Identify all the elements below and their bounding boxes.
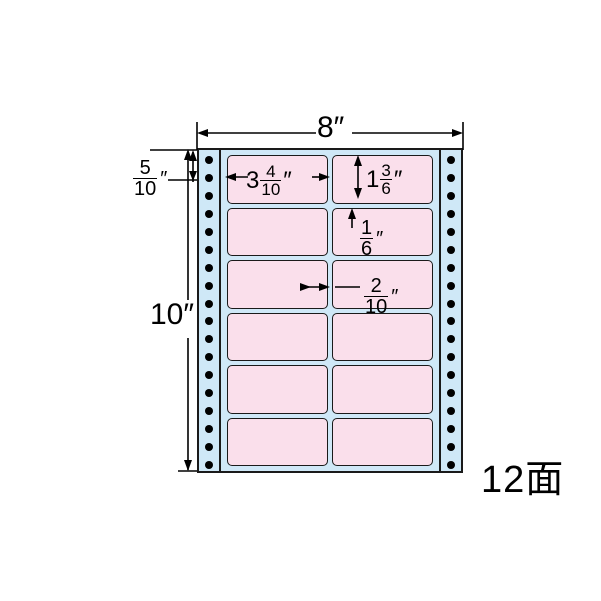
label-rect (227, 260, 328, 309)
sprocket-hole (447, 425, 455, 434)
sprocket-hole (205, 299, 213, 308)
sprocket-hole (205, 191, 213, 200)
sprocket-hole (447, 317, 455, 326)
sprocket-strip-right (439, 150, 461, 471)
label-rect (332, 365, 433, 414)
sprocket-hole (447, 353, 455, 362)
sprocket-hole (205, 227, 213, 236)
label-rect (332, 260, 433, 309)
inch-mark-label-height: ″ (393, 165, 403, 193)
label-rect (332, 312, 433, 361)
dim-text-sheet-height: 10″ (150, 298, 194, 331)
whole-label-width: 3 (246, 166, 260, 194)
label-cell (330, 258, 435, 311)
sprocket-hole (205, 263, 213, 272)
sprocket-hole (205, 156, 213, 164)
fraction-label-width: 4 10 (260, 162, 282, 199)
sprocket-hole (447, 209, 455, 218)
sprocket-hole (205, 245, 213, 254)
label-cell (330, 311, 435, 364)
label-cell (330, 416, 435, 469)
sprocket-hole (447, 227, 455, 236)
label-rect (227, 365, 328, 414)
fraction-top-margin: 5 10 (133, 157, 158, 200)
sprocket-hole (447, 407, 455, 416)
sprocket-hole (447, 461, 455, 469)
dim-text-sheet-width: 8″ (317, 111, 345, 144)
dim-text-label-width: 3 4 10 ″ (246, 163, 292, 198)
sprocket-hole (447, 299, 455, 308)
sprocket-hole (205, 461, 213, 469)
sprocket-hole (447, 389, 455, 398)
sprocket-hole (205, 425, 213, 434)
arrow-width-left (197, 129, 208, 137)
arrow-width-right (452, 129, 463, 137)
label-rect (332, 417, 433, 466)
sprocket-hole (447, 245, 455, 254)
arrow-topmargin-up (189, 150, 197, 161)
sprocket-strip-left (199, 150, 221, 471)
sprocket-hole (205, 209, 213, 218)
fraction-label-height: 3 6 (380, 161, 392, 198)
whole-label-height: 1 (366, 165, 380, 193)
dim-text-label-height: 1 3 6 ″ (366, 162, 402, 197)
sprocket-hole (205, 443, 213, 452)
label-count-text: 12面 (481, 459, 565, 501)
arrow-height-bottom (184, 460, 192, 471)
label-cell (225, 311, 330, 364)
sprocket-hole (205, 317, 213, 326)
label-cell (225, 416, 330, 469)
fraction-column-gap: 2 10 (364, 275, 389, 318)
sprocket-hole (447, 191, 455, 200)
label-rect (227, 207, 328, 256)
sprocket-hole (447, 173, 455, 182)
label-rect (227, 155, 328, 204)
inch-mark-row-gap: ″ (376, 227, 384, 250)
dim-text-top-margin: 5 10 ″ (133, 158, 167, 199)
sprocket-hole (447, 443, 455, 452)
sprocket-hole (447, 335, 455, 344)
inch-mark-label-width: ″ (283, 166, 292, 194)
sprocket-hole (447, 281, 455, 290)
label-sheet (197, 148, 463, 473)
label-rect (227, 312, 328, 361)
sprocket-hole (205, 335, 213, 344)
sprocket-hole (447, 156, 455, 164)
label-rect (227, 417, 328, 466)
sprocket-hole (205, 353, 213, 362)
dim-text-column-gap: 2 10 ″ (364, 276, 398, 317)
sprocket-hole (447, 263, 455, 272)
arrow-topmargin-down (189, 171, 197, 181)
fraction-row-gap: 1 6 (360, 217, 374, 260)
label-grid (223, 150, 437, 471)
sprocket-hole (447, 371, 455, 380)
inch-mark-column-gap: ″ (391, 285, 399, 308)
sprocket-hole (205, 281, 213, 290)
sprocket-hole (205, 371, 213, 380)
sprocket-hole (205, 173, 213, 182)
inch-mark-top-margin: ″ (160, 167, 168, 190)
label-cell (225, 363, 330, 416)
sprocket-hole (205, 389, 213, 398)
label-cell (225, 258, 330, 311)
label-cell (225, 206, 330, 259)
sprocket-hole (205, 407, 213, 416)
label-cell (225, 153, 330, 206)
label-cell (330, 363, 435, 416)
arrow-height-top (184, 149, 192, 160)
dim-text-row-gap: 1 6 ″ (360, 218, 383, 259)
